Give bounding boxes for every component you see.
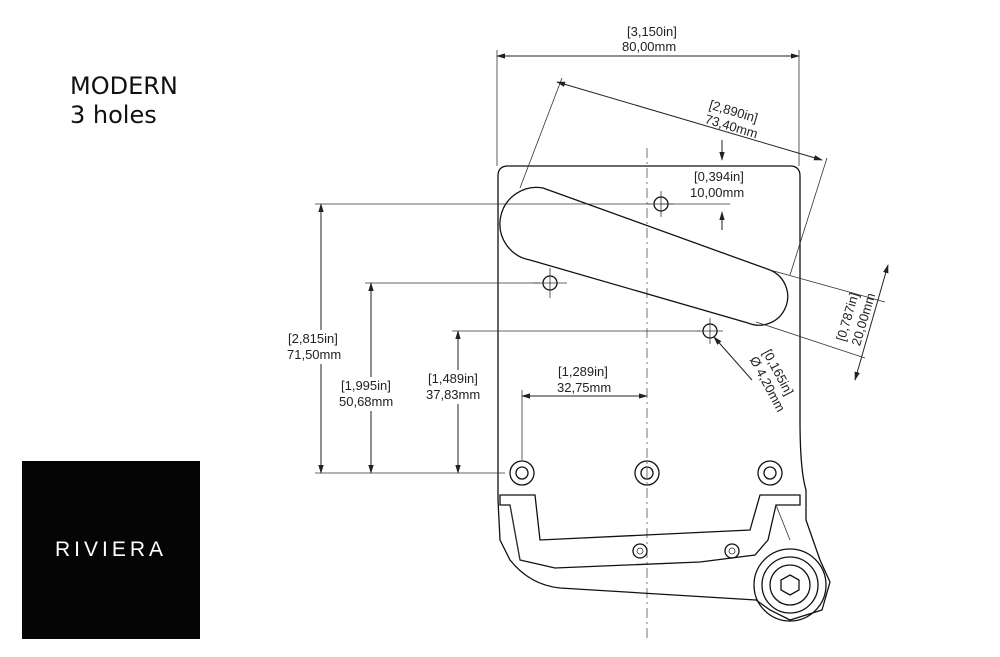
drawing-title: MODERN 3 holes <box>70 72 178 130</box>
bridge-bend-line <box>509 504 791 561</box>
dim-height-top-mm: 71,50mm <box>287 347 341 362</box>
dim-height-low-inch: [1,489in] <box>428 371 478 386</box>
pickup-slot <box>499 186 789 326</box>
intonation-screw <box>636 547 644 555</box>
intonation-screw <box>632 543 648 559</box>
extension-line <box>755 321 866 359</box>
dim-hole-offset-mm: 10,00mm <box>690 185 744 200</box>
dim-height-top-inch: [2,815in] <box>288 331 338 346</box>
dim-overall-width-mm: 80,00mm <box>622 39 676 54</box>
dim-height-mid-mm: 50,68mm <box>339 394 393 409</box>
title-line-holes: 3 holes <box>70 101 157 129</box>
dim-hole-offset-inch: [0,394in] <box>694 169 744 184</box>
intonation-screw <box>724 543 740 559</box>
dim-height-mid-inch: [1,995in] <box>341 378 391 393</box>
dimension-line-slot-width <box>854 264 889 381</box>
dim-horiz-offset-mm: 32,75mm <box>557 380 611 395</box>
extension-line <box>789 157 828 276</box>
dimension-line-slot-length <box>556 81 823 161</box>
dim-height-low-mm: 37,83mm <box>426 387 480 402</box>
height-adjustment-barrel <box>753 548 827 622</box>
leader-hole-diameter <box>713 336 753 381</box>
intonation-screw <box>728 547 736 555</box>
riviera-logo: RIVIERA <box>22 461 200 639</box>
extension-line <box>519 77 563 189</box>
dim-overall-width-inch: [3,150in] <box>627 24 677 39</box>
screw-hole <box>634 460 660 486</box>
pickup-mounting-hole <box>697 318 723 344</box>
logo-wordmark: RIVIERA <box>54 538 168 561</box>
dim-horiz-offset-inch: [1,289in] <box>558 364 608 379</box>
screw-hole <box>509 460 535 486</box>
baseplate-outline <box>497 165 831 621</box>
title-line-model: MODERN <box>70 72 178 100</box>
screw-hole <box>757 460 783 486</box>
bridge-saddle-channel <box>499 494 801 569</box>
